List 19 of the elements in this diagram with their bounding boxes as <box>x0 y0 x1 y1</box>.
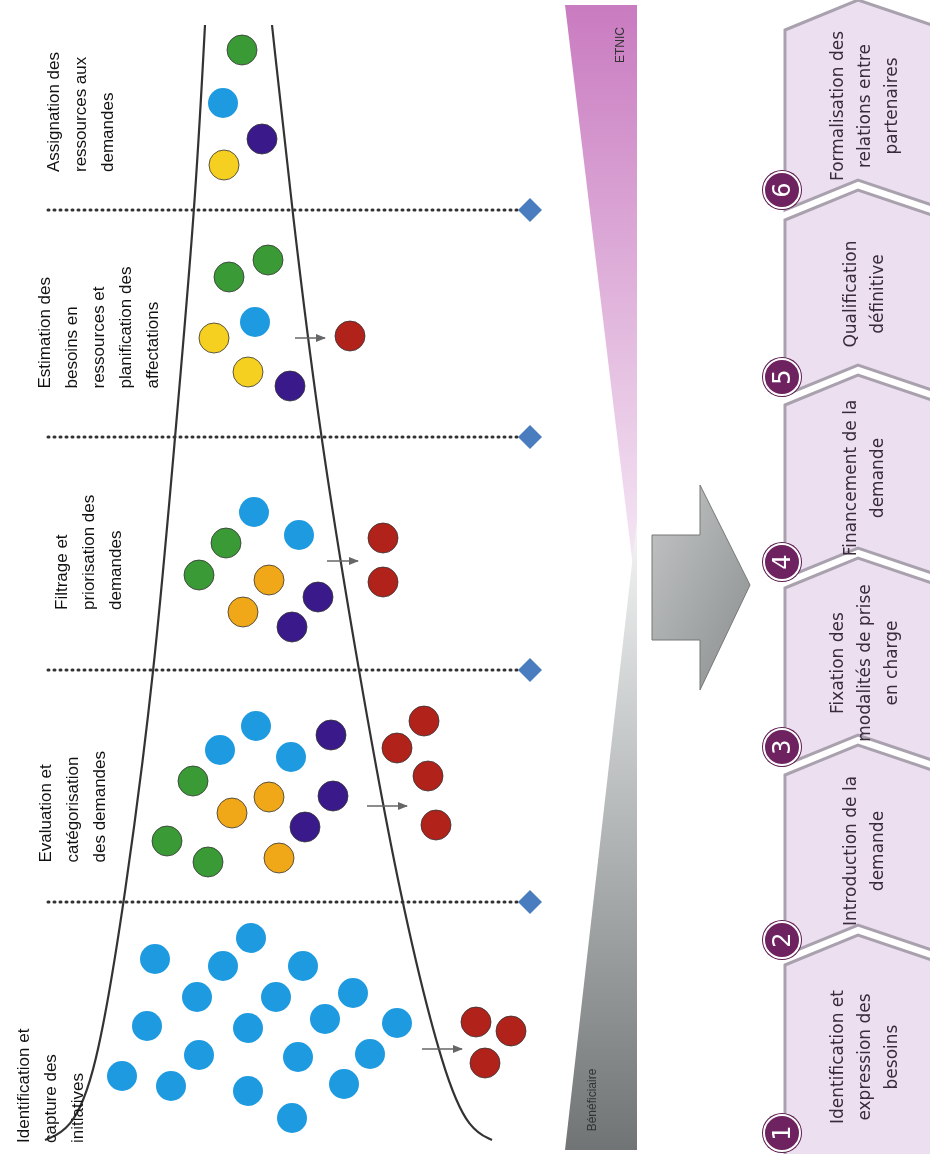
step-label: Financement de la demande <box>839 398 888 558</box>
step-number-badge: 4 <box>763 543 801 581</box>
step-label: Formalisation des relations entre partenaires <box>825 30 902 184</box>
stage-label: Filtrage et priorisation des demandes <box>50 493 126 610</box>
stage-label: Estimation des besoins en ressources et planification des affectations <box>33 265 163 389</box>
step-number-badge: 6 <box>763 171 801 209</box>
step-label: Qualification définitive <box>839 238 888 350</box>
step-number-badge: 1 <box>763 1114 801 1152</box>
role-label: Bénéficiaire <box>585 1068 599 1132</box>
step-label: Introduction de la demande <box>839 774 888 929</box>
role-label: ETNIC <box>613 27 627 63</box>
step-number-badge: 3 <box>763 728 801 766</box>
stage-label: Assignation des ressources aux demandes <box>42 50 118 172</box>
stage-label: Evaluation et catégorisation des demandes <box>34 749 110 863</box>
stage-label: Identification et capture des initiatives <box>12 1027 88 1143</box>
step-label: Fixation des modalités de prise en charge <box>825 582 902 743</box>
step-label: Identification et expression des besoins <box>825 988 902 1126</box>
step-number-badge: 2 <box>763 921 801 959</box>
step-number-badge: 5 <box>763 358 801 396</box>
